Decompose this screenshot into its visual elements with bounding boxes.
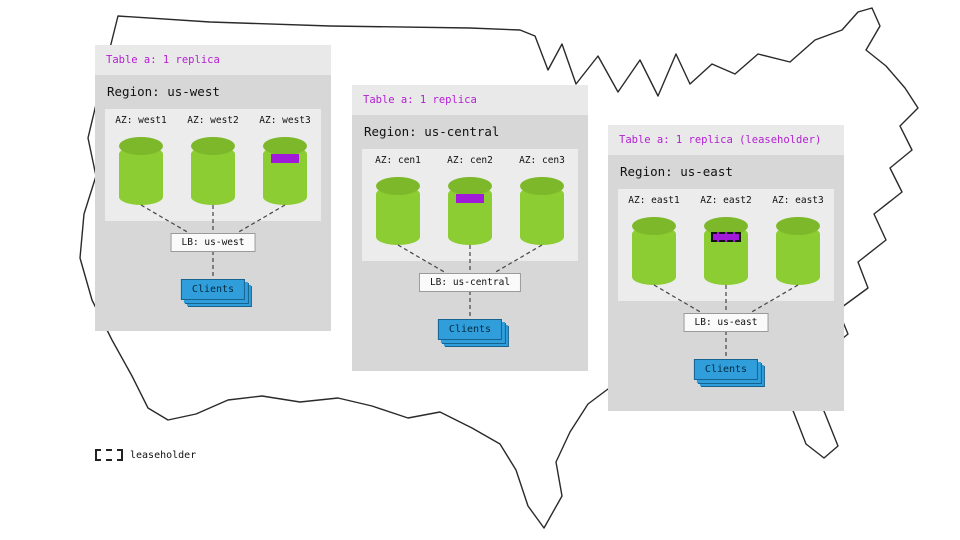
az-label: AZ: west1 — [115, 115, 167, 126]
az-column-east3: AZ: east3 — [762, 189, 834, 301]
load-balancer-box: LB: us-central — [418, 273, 522, 292]
az-column-west3: AZ: west3 — [249, 109, 321, 221]
region-panel-us-east: Table a: 1 replica (leaseholder) Region:… — [608, 125, 844, 411]
database-cylinder — [632, 217, 676, 285]
database-cylinder — [191, 137, 235, 205]
cylinder-top — [704, 217, 748, 235]
cylinder-top — [376, 177, 420, 195]
table-replica-header: Table a: 1 replica — [95, 45, 331, 75]
clients-box: Clients — [693, 359, 759, 380]
cylinder-body — [191, 146, 235, 205]
cylinder-body — [632, 226, 676, 285]
az-label: AZ: east3 — [772, 195, 824, 206]
cylinder-top — [263, 137, 307, 155]
az-label: AZ: east1 — [628, 195, 680, 206]
az-label: AZ: cen3 — [519, 155, 565, 166]
az-group: AZ: east1 AZ: east2 AZ: east3 — [618, 189, 834, 301]
database-cylinder — [776, 217, 820, 285]
table-replica-header: Table a: 1 replica (leaseholder) — [608, 125, 844, 155]
database-cylinder — [520, 177, 564, 245]
load-balancer-box: LB: us-east — [683, 313, 769, 332]
az-column-cen1: AZ: cen1 — [362, 149, 434, 261]
cylinder-body — [376, 186, 420, 245]
database-cylinder — [704, 217, 748, 285]
legend-label: leaseholder — [130, 449, 197, 461]
table-replica-label: Table a: 1 replica — [363, 94, 477, 106]
region-panel-us-central: Table a: 1 replica Region: us-central AZ… — [352, 85, 588, 371]
az-group: AZ: west1 AZ: west2 AZ: west3 — [105, 109, 321, 221]
az-label: AZ: west3 — [259, 115, 311, 126]
clients-box: Clients — [180, 279, 246, 300]
leaseholder-replica-band — [711, 232, 741, 242]
replica-band — [456, 194, 484, 203]
az-label: AZ: cen1 — [375, 155, 421, 166]
clients-box: Clients — [437, 319, 503, 340]
cylinder-top — [119, 137, 163, 155]
region-title: Region: us-west — [107, 84, 220, 99]
cylinder-body — [119, 146, 163, 205]
region-body: Region: us-east AZ: east1 AZ: east2 — [608, 155, 844, 411]
region-body: Region: us-west AZ: west1 AZ: west2 — [95, 75, 331, 331]
leaseholder-swatch-icon — [95, 449, 123, 461]
legend: leaseholder — [95, 449, 196, 461]
cylinder-body — [776, 226, 820, 285]
database-cylinder — [119, 137, 163, 205]
az-column-east1: AZ: east1 — [618, 189, 690, 301]
connector-lines — [653, 284, 799, 359]
connector-lines — [140, 204, 286, 279]
cylinder-body — [520, 186, 564, 245]
az-column-west2: AZ: west2 — [177, 109, 249, 221]
cylinder-top — [520, 177, 564, 195]
region-title: Region: us-east — [620, 164, 733, 179]
cylinder-top — [632, 217, 676, 235]
table-replica-label: Table a: 1 replica (leaseholder) — [619, 134, 822, 146]
az-column-cen3: AZ: cen3 — [506, 149, 578, 261]
az-label: AZ: east2 — [700, 195, 752, 206]
database-cylinder — [263, 137, 307, 205]
cylinder-top — [191, 137, 235, 155]
cylinder-top — [776, 217, 820, 235]
table-replica-header: Table a: 1 replica — [352, 85, 588, 115]
region-body: Region: us-central AZ: cen1 AZ: cen2 — [352, 115, 588, 371]
replica-band — [271, 154, 299, 163]
connector-lines — [397, 244, 543, 319]
az-group: AZ: cen1 AZ: cen2 AZ: cen3 — [362, 149, 578, 261]
region-panel-us-west: Table a: 1 replica Region: us-west AZ: w… — [95, 45, 331, 331]
cylinder-top — [448, 177, 492, 195]
az-column-west1: AZ: west1 — [105, 109, 177, 221]
az-label: AZ: cen2 — [447, 155, 493, 166]
az-column-cen2: AZ: cen2 — [434, 149, 506, 261]
database-cylinder — [376, 177, 420, 245]
load-balancer-box: LB: us-west — [170, 233, 256, 252]
table-replica-label: Table a: 1 replica — [106, 54, 220, 66]
az-column-east2: AZ: east2 — [690, 189, 762, 301]
region-title: Region: us-central — [364, 124, 500, 139]
az-label: AZ: west2 — [187, 115, 239, 126]
database-cylinder — [448, 177, 492, 245]
